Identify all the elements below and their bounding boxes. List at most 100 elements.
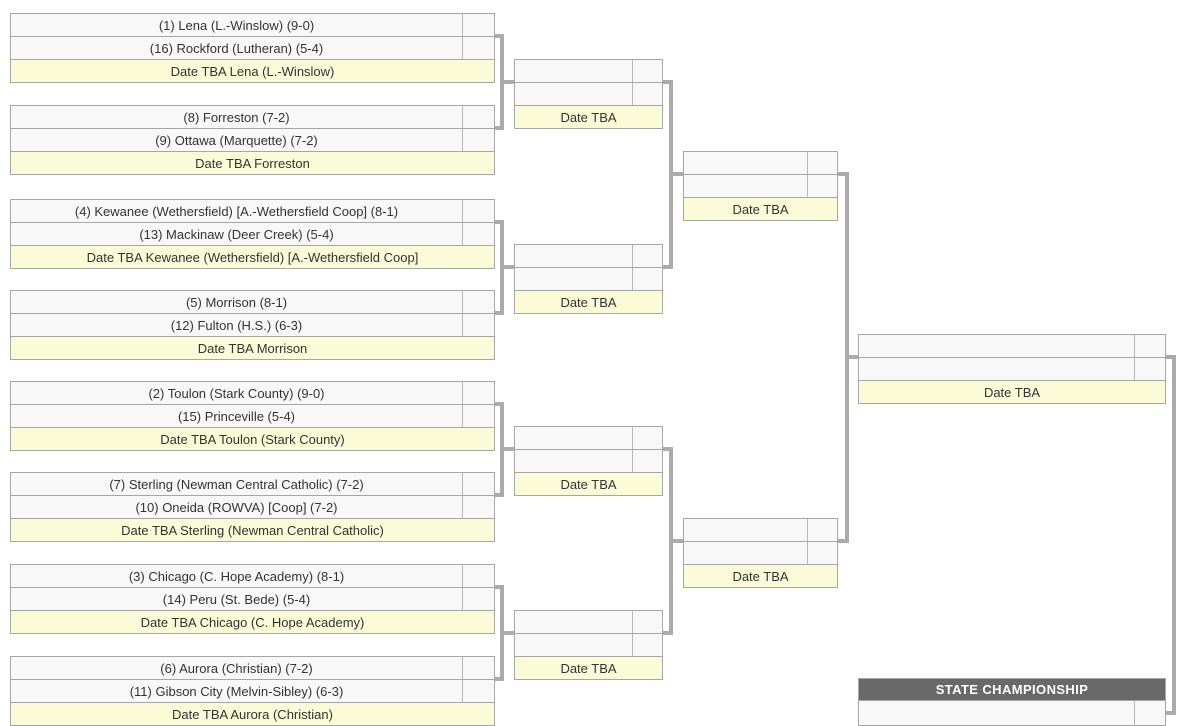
score-cell bbox=[632, 427, 662, 449]
state-championship-header: STATE CHAMPIONSHIP bbox=[858, 678, 1166, 701]
date-row: Date TBA Aurora (Christian) bbox=[11, 703, 494, 725]
team-name bbox=[515, 60, 632, 82]
bracket-connector bbox=[494, 126, 504, 130]
score-cell bbox=[462, 680, 494, 702]
bracket-connector bbox=[837, 172, 849, 176]
score-cell bbox=[462, 37, 494, 59]
team-row: (11) Gibson City (Melvin-Sibley) (6-3) bbox=[11, 680, 494, 703]
team-row: (16) Rockford (Lutheran) (5-4) bbox=[11, 37, 494, 60]
date-row: Date TBA Kewanee (Wethersfield) [A.-Weth… bbox=[11, 246, 494, 268]
score-cell bbox=[807, 175, 837, 197]
team-row bbox=[859, 335, 1165, 358]
team-name bbox=[684, 519, 807, 541]
bracket-connector bbox=[849, 355, 858, 359]
bracket-connector bbox=[662, 447, 673, 451]
bracket-connector bbox=[662, 265, 673, 269]
date-row: Date TBA Lena (L.-Winslow) bbox=[11, 60, 494, 82]
score-cell bbox=[462, 14, 494, 36]
match-r1-5: (2) Toulon (Stark County) (9-0) (15) Pri… bbox=[10, 381, 495, 451]
bracket-connector bbox=[837, 539, 849, 543]
team-row: (15) Princeville (5-4) bbox=[11, 405, 494, 428]
bracket-connector bbox=[500, 34, 504, 130]
team-name: (14) Peru (St. Bede) (5-4) bbox=[162, 591, 311, 607]
team-row bbox=[515, 245, 662, 268]
date-row: Date TBA Forreston bbox=[11, 152, 494, 174]
team-name: (7) Sterling (Newman Central Catholic) (… bbox=[109, 476, 364, 492]
team-row bbox=[684, 519, 837, 542]
team-name bbox=[684, 152, 807, 174]
team-name bbox=[515, 450, 632, 472]
team-name: (10) Oneida (ROWVA) [Coop] (7-2) bbox=[135, 499, 338, 515]
bracket-connector bbox=[669, 447, 673, 635]
bracket-connector bbox=[504, 447, 514, 451]
score-cell bbox=[462, 106, 494, 128]
team-row bbox=[859, 358, 1165, 381]
bracket-connector bbox=[1165, 711, 1176, 715]
team-name: (9) Ottawa (Marquette) (7-2) bbox=[155, 132, 318, 148]
team-name: (16) Rockford (Lutheran) (5-4) bbox=[149, 40, 324, 56]
team-name bbox=[515, 611, 632, 633]
bracket-connector bbox=[845, 172, 849, 543]
team-name: (13) Mackinaw (Deer Creek) (5-4) bbox=[139, 226, 334, 242]
match-r3-2: Date TBA bbox=[683, 518, 838, 588]
team-row: (10) Oneida (ROWVA) [Coop] (7-2) bbox=[11, 496, 494, 519]
score-cell bbox=[632, 450, 662, 472]
match-r1-8: (6) Aurora (Christian) (7-2) (11) Gibson… bbox=[10, 656, 495, 726]
bracket-connector bbox=[1172, 355, 1176, 715]
match-r1-3: (4) Kewanee (Wethersfield) [A.-Wethersfi… bbox=[10, 199, 495, 269]
score-cell bbox=[632, 60, 662, 82]
bracket-connector bbox=[494, 34, 504, 38]
bracket-connector bbox=[662, 631, 673, 635]
bracket-connector bbox=[662, 80, 673, 84]
date-row: Date TBA bbox=[515, 106, 662, 128]
team-row: (13) Mackinaw (Deer Creek) (5-4) bbox=[11, 223, 494, 246]
team-name: (15) Princeville (5-4) bbox=[177, 408, 296, 424]
champion-row bbox=[859, 701, 1165, 726]
team-name: (1) Lena (L.-Winslow) (9-0) bbox=[158, 17, 315, 33]
bracket-connector bbox=[504, 631, 514, 635]
team-name: (11) Gibson City (Melvin-Sibley) (6-3) bbox=[129, 683, 344, 699]
date-row: Date TBA bbox=[859, 381, 1165, 403]
team-row: (14) Peru (St. Bede) (5-4) bbox=[11, 588, 494, 611]
bracket-connector bbox=[494, 493, 504, 497]
match-r1-7: (3) Chicago (C. Hope Academy) (8-1) (14)… bbox=[10, 564, 495, 634]
bracket-connector bbox=[494, 220, 504, 224]
match-r2-3: Date TBA bbox=[514, 426, 663, 496]
bracket-connector bbox=[494, 677, 504, 681]
team-name bbox=[515, 634, 632, 656]
team-row: (2) Toulon (Stark County) (9-0) bbox=[11, 382, 494, 405]
bracket-connector bbox=[494, 402, 504, 406]
score-cell bbox=[632, 634, 662, 656]
champion-block bbox=[858, 700, 1166, 726]
score-cell bbox=[462, 223, 494, 245]
score-cell bbox=[462, 200, 494, 222]
team-row bbox=[515, 611, 662, 634]
date-row: Date TBA Chicago (C. Hope Academy) bbox=[11, 611, 494, 633]
bracket-connector bbox=[504, 265, 514, 269]
team-name: (12) Fulton (H.S.) (6-3) bbox=[170, 317, 303, 333]
match-r3-1: Date TBA bbox=[683, 151, 838, 221]
team-name bbox=[684, 175, 807, 197]
team-name bbox=[859, 335, 1134, 357]
match-r1-2: (8) Forreston (7-2) (9) Ottawa (Marquett… bbox=[10, 105, 495, 175]
match-final: Date TBA bbox=[858, 334, 1166, 404]
date-row: Date TBA bbox=[515, 473, 662, 495]
score-cell bbox=[462, 473, 494, 495]
score-cell bbox=[1134, 701, 1165, 726]
score-cell bbox=[807, 542, 837, 564]
team-row: (12) Fulton (H.S.) (6-3) bbox=[11, 314, 494, 337]
date-row: Date TBA bbox=[684, 565, 837, 587]
team-row bbox=[515, 83, 662, 106]
team-name: (4) Kewanee (Wethersfield) [A.-Wethersfi… bbox=[74, 203, 399, 219]
team-row: (9) Ottawa (Marquette) (7-2) bbox=[11, 129, 494, 152]
team-row bbox=[684, 175, 837, 198]
team-row bbox=[684, 542, 837, 565]
team-row: (6) Aurora (Christian) (7-2) bbox=[11, 657, 494, 680]
team-row: (7) Sterling (Newman Central Catholic) (… bbox=[11, 473, 494, 496]
date-row: Date TBA bbox=[684, 198, 837, 220]
bracket-connector bbox=[673, 172, 683, 176]
team-row bbox=[515, 427, 662, 450]
team-row: (4) Kewanee (Wethersfield) [A.-Wethersfi… bbox=[11, 200, 494, 223]
date-row: Date TBA bbox=[515, 657, 662, 679]
